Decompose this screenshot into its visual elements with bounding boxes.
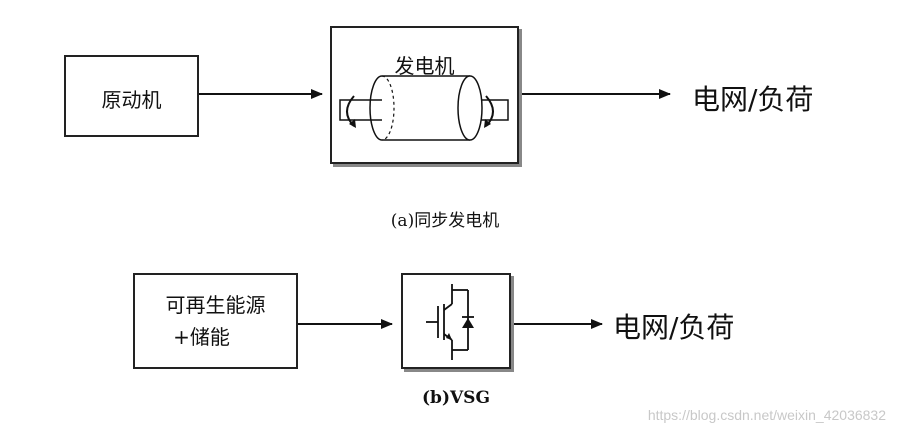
source-label-line1: 可再生能源 [165,293,266,317]
prime-mover-label: 原动机 [101,88,162,112]
caption-a: (a)同步发电机 [390,211,500,231]
source-label-line2: +储能 [173,325,230,349]
grid-load-label-a: 电网/负荷 [692,83,814,116]
caption-b: (b)VSG [422,388,490,408]
grid-load-label-b: 电网/负荷 [613,311,735,344]
watermark-text: https://blog.csdn.net/weixin_42036832 [647,407,886,423]
renewable-storage-box [133,273,298,369]
generator-label: 发电机 [394,54,455,78]
prime-mover-box [64,55,199,137]
vsg-inverter-box [401,273,511,369]
